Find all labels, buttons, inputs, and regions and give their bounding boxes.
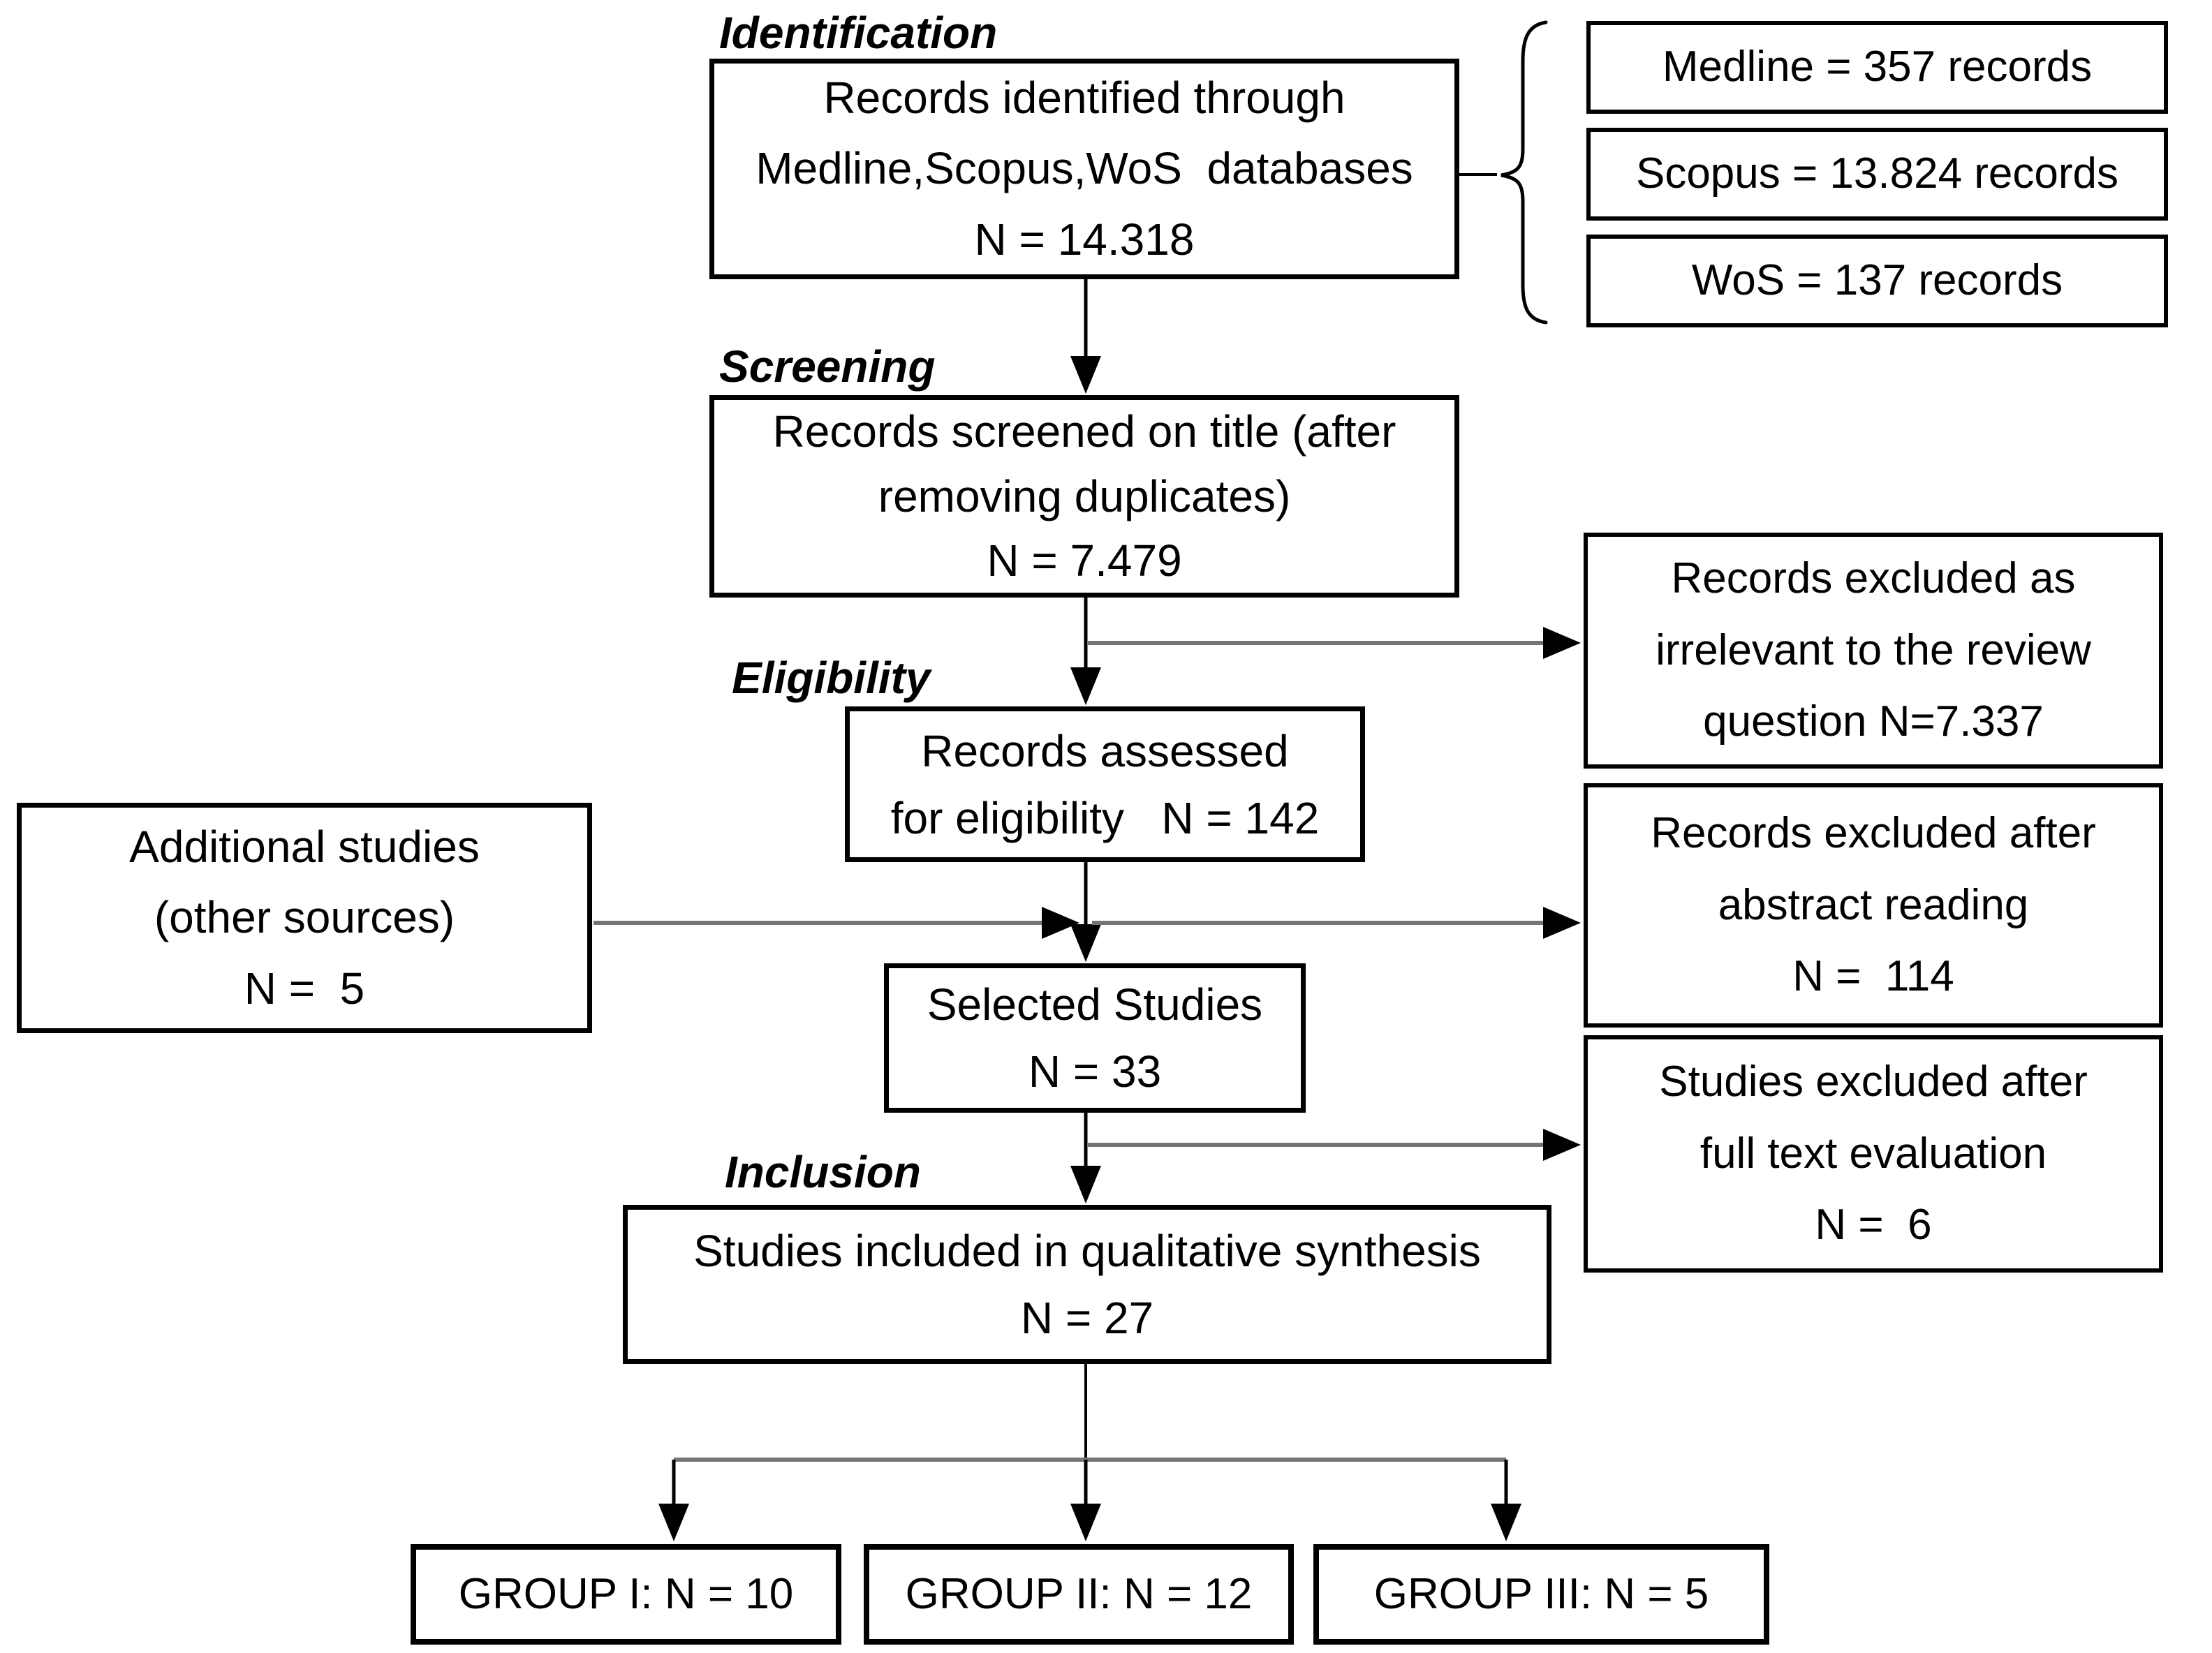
arrow-screened-to-assessed-head bbox=[1070, 667, 1101, 705]
box-line: Records assessed bbox=[921, 725, 1289, 776]
box-group-3: GROUP III: N = 5 bbox=[1313, 1544, 1769, 1645]
arrow-to-excluded-abstract-head bbox=[1543, 907, 1581, 939]
box-line: N = 33 bbox=[1028, 1046, 1162, 1097]
box-line: N = 27 bbox=[1020, 1293, 1154, 1343]
box-selected-studies: Selected Studies N = 33 bbox=[884, 963, 1306, 1113]
box-line: Selected Studies bbox=[927, 979, 1263, 1030]
box-records-identified: Records identified through Medline,Scopu… bbox=[709, 59, 1459, 279]
box-line: Records excluded after bbox=[1651, 808, 2096, 857]
box-line: question N=7.337 bbox=[1703, 697, 2044, 746]
box-line: N = 6 bbox=[1815, 1201, 1932, 1250]
stage-label-identification: Identification bbox=[719, 8, 998, 58]
arrow-to-group2-head bbox=[1070, 1504, 1101, 1541]
box-excluded-fulltext: Studies excluded after full text evaluat… bbox=[1584, 1035, 2163, 1273]
box-line: irrelevant to the review bbox=[1656, 625, 2091, 674]
box-additional-studies: Additional studies (other sources) N = 5 bbox=[17, 803, 592, 1033]
box-medline-records: Medline = 357 records bbox=[1586, 21, 2168, 114]
box-included-qualitative: Studies included in qualitative synthesi… bbox=[623, 1205, 1551, 1364]
stage-label-inclusion: Inclusion bbox=[725, 1147, 921, 1197]
box-line: Records excluded as bbox=[1671, 554, 2076, 602]
box-line: N = 5 bbox=[244, 963, 365, 1014]
arrow-to-excluded-fulltext-head bbox=[1543, 1129, 1581, 1161]
arrow-to-group3-head bbox=[1491, 1504, 1521, 1541]
box-wos-records: WoS = 137 records bbox=[1586, 235, 2168, 327]
box-records-assessed: Records assessed for eligibility N = 142 bbox=[845, 706, 1365, 862]
box-scopus-records: Scopus = 13.824 records bbox=[1586, 128, 2168, 221]
box-line: Medline,Scopus,WoS databases bbox=[755, 143, 1413, 194]
box-excluded-irrelevant: Records excluded as irrelevant to the re… bbox=[1584, 533, 2163, 769]
arrow-identified-to-screened-head bbox=[1070, 356, 1101, 394]
box-line: Studies excluded after bbox=[1659, 1057, 2088, 1106]
box-line: GROUP III: N = 5 bbox=[1373, 1570, 1709, 1619]
box-line: Records screened on title (after bbox=[772, 406, 1396, 457]
arrow-assessed-to-selected-head bbox=[1070, 924, 1101, 962]
box-line: Scopus = 13.824 records bbox=[1635, 149, 2119, 198]
box-group-2: GROUP II: N = 12 bbox=[864, 1544, 1294, 1645]
box-line: Additional studies bbox=[129, 822, 480, 873]
box-line: Studies included in qualitative synthesi… bbox=[693, 1226, 1481, 1276]
box-line: removing duplicates) bbox=[878, 470, 1291, 521]
arrow-additional-to-flow-head bbox=[1042, 907, 1079, 939]
box-line: Medline = 357 records bbox=[1662, 43, 2093, 91]
arrow-selected-to-included-head bbox=[1070, 1166, 1101, 1203]
box-line: WoS = 137 records bbox=[1691, 256, 2063, 305]
arrow-to-excluded-irrelevant-head bbox=[1543, 627, 1581, 659]
box-group-1: GROUP I: N = 10 bbox=[411, 1544, 841, 1645]
arrow-to-group1-head bbox=[658, 1504, 689, 1541]
box-line: GROUP I: N = 10 bbox=[458, 1570, 794, 1619]
box-line: GROUP II: N = 12 bbox=[905, 1570, 1253, 1619]
stage-label-screening: Screening bbox=[719, 341, 936, 392]
box-line: (other sources) bbox=[154, 892, 455, 943]
box-excluded-abstract: Records excluded after abstract reading … bbox=[1584, 783, 2163, 1028]
brace-icon bbox=[1501, 20, 1548, 325]
box-line: N = 7.479 bbox=[987, 535, 1182, 586]
box-line: full text evaluation bbox=[1699, 1129, 2047, 1178]
box-records-screened: Records screened on title (after removin… bbox=[709, 395, 1459, 598]
box-line: for eligibility N = 142 bbox=[890, 792, 1320, 843]
box-line: N = 114 bbox=[1792, 952, 1954, 1001]
box-line: abstract reading bbox=[1718, 880, 2029, 929]
box-line: N = 14.318 bbox=[974, 214, 1195, 265]
box-line: Records identified through bbox=[823, 73, 1345, 124]
stage-label-eligibility: Eligibility bbox=[732, 653, 931, 703]
